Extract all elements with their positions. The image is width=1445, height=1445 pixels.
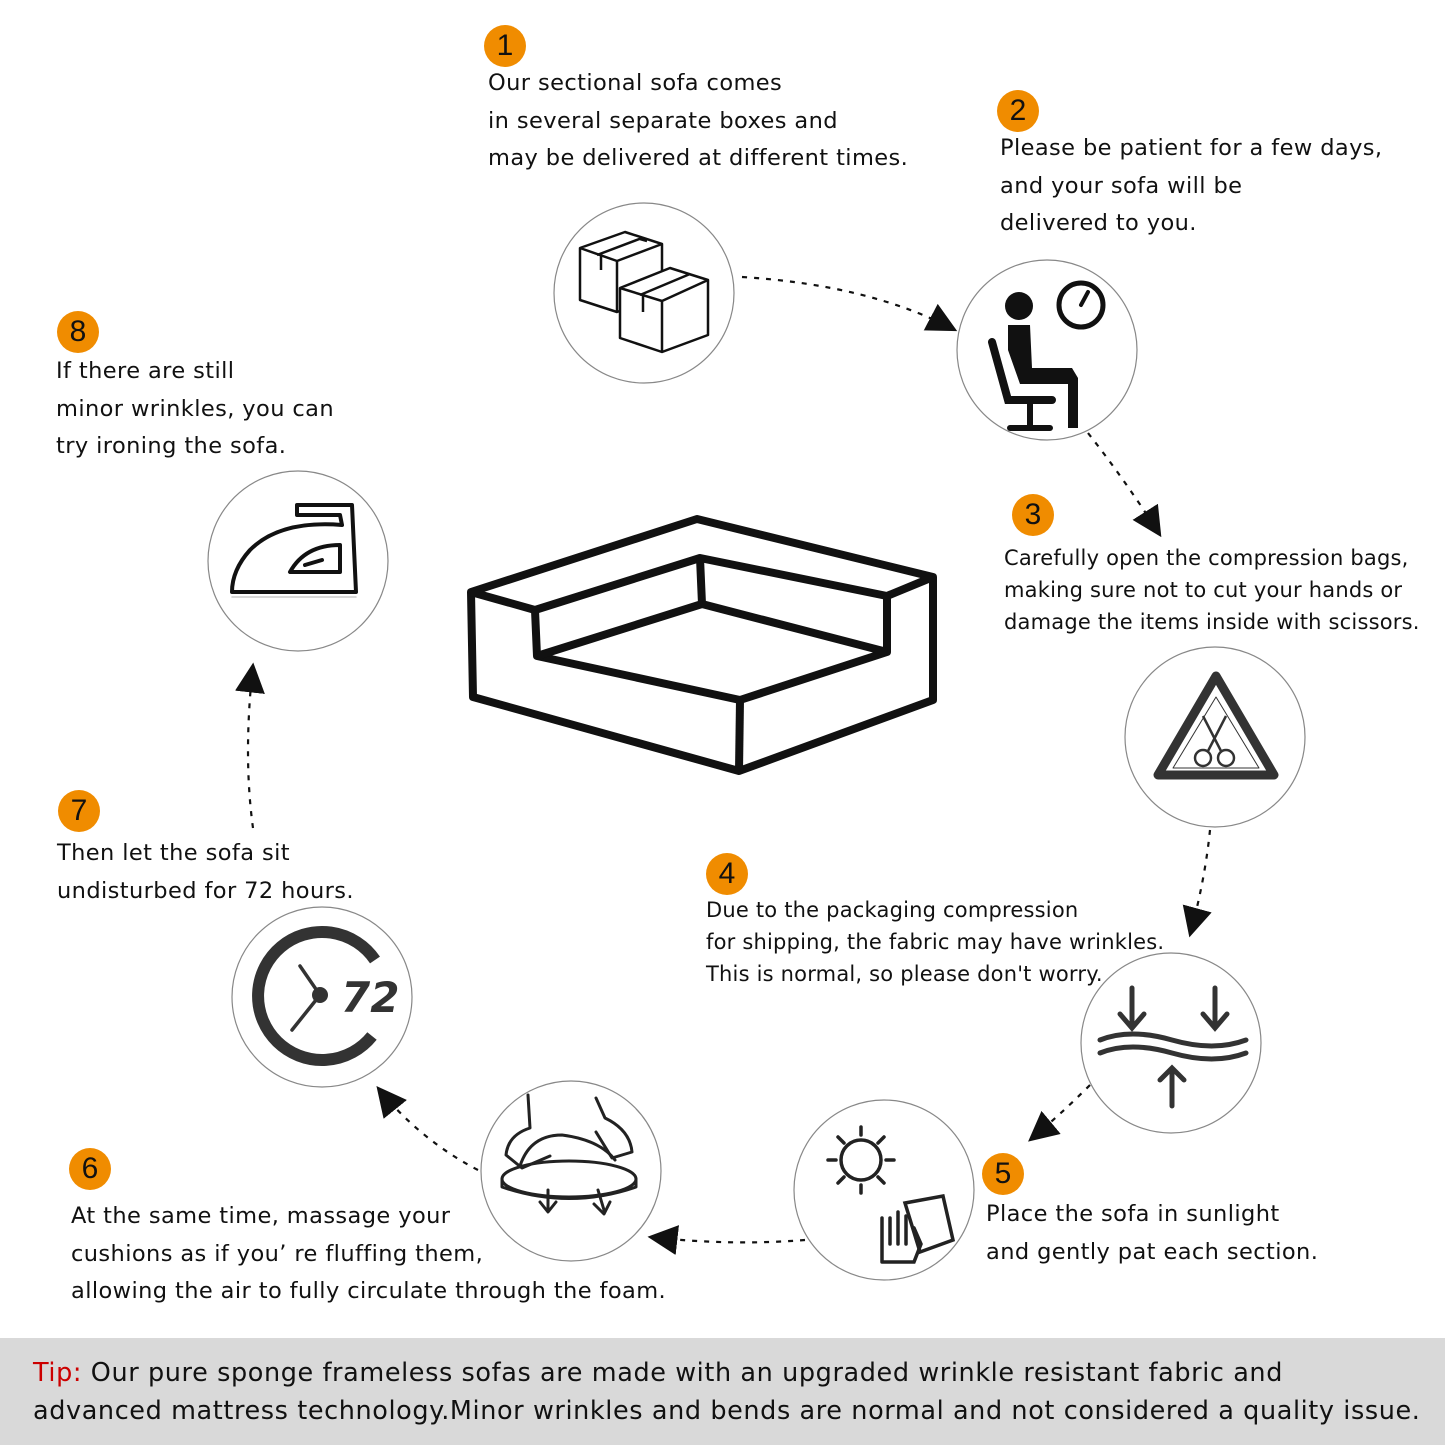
arrow-3-to-4 — [1182, 829, 1212, 938]
step-5-line-2: and gently pat each section. — [986, 1238, 1319, 1265]
step-8-line-3: try ironing the sofa. — [56, 433, 287, 459]
boxes-icon — [578, 230, 710, 354]
step-5-text: Place the sofa in sunlight and gently pa… — [986, 1196, 1318, 1271]
tip-bar: Tip: Our pure sponge frameless sofas are… — [0, 1338, 1445, 1445]
step-1-line-3: may be delivered at different times. — [488, 145, 909, 171]
tip-line-1-text: Our pure sponge frameless sofas are made… — [90, 1358, 1283, 1388]
clock-72-icon: 72 — [252, 926, 399, 1066]
arrow-5-to-6 — [647, 1225, 806, 1255]
cushion-massage-icon — [500, 1093, 638, 1216]
step-5-line-1: Place the sofa in sunlight — [986, 1201, 1280, 1227]
waiting-person-clock-icon — [988, 280, 1106, 431]
step-6-line-1: At the same time, massage your — [71, 1203, 451, 1229]
arrow-6-to-7 — [376, 1086, 479, 1171]
step-6-line-2: cushions as if you’ re fluffing them, — [71, 1240, 484, 1267]
step-8-line-2: minor wrinkles, you can — [56, 395, 335, 422]
step-7-line-1: Then let the sofa sit — [57, 840, 290, 866]
step-7-line-2: undisturbed for 72 hours. — [57, 877, 354, 904]
step-4-line-2: for shipping, the fabric may have wrinkl… — [706, 930, 1165, 954]
scissors-warning-icon — [1153, 671, 1279, 780]
step-8-line-1: If there are still — [56, 358, 235, 384]
sun-and-hands-icon — [826, 1125, 956, 1264]
step-3-line-1: Carefully open the compression bags, — [1004, 546, 1409, 570]
step-5-number: 5 — [982, 1153, 1024, 1195]
step-4-line-1: Due to the packaging compression — [706, 898, 1079, 922]
step-6-text: At the same time, massage your cushions … — [71, 1198, 666, 1311]
arrow-2-to-3 — [1087, 432, 1162, 538]
step-7-number: 7 — [58, 790, 100, 832]
arrow-4-to-5 — [1028, 1084, 1091, 1142]
step-2-circle — [956, 259, 1138, 441]
step-1-line-2: in several separate boxes and — [488, 107, 838, 134]
step-2-line-2: and your sofa will be — [1000, 172, 1243, 199]
step-4-number: 4 — [706, 853, 748, 895]
arrow-1-to-2 — [741, 275, 958, 332]
tip-text: Tip: Our pure sponge frameless sofas are… — [33, 1354, 1421, 1430]
sectional-sofa-icon — [467, 515, 937, 775]
step-6-line-3: allowing the air to fully circulate thro… — [71, 1278, 667, 1304]
step-7-text: Then let the sofa sit undisturbed for 72… — [57, 835, 354, 910]
step-1-number: 1 — [484, 25, 526, 67]
step-2-line-3: delivered to you. — [1000, 210, 1197, 236]
tip-line-2: advanced mattress technology.Minor wrink… — [33, 1396, 1421, 1426]
tip-label: Tip: — [33, 1358, 83, 1388]
step-4-text: Due to the packaging compression for shi… — [706, 894, 1164, 990]
tip-line-1: Tip: Our pure sponge frameless sofas are… — [33, 1354, 1421, 1392]
step-8-text: If there are still minor wrinkles, you c… — [56, 353, 334, 466]
compression-icon — [1097, 985, 1249, 1109]
step-5-circle — [793, 1099, 975, 1281]
step-1-text: Our sectional sofa comes in several sepa… — [488, 65, 908, 178]
clock-72-label: 72 — [341, 973, 399, 1022]
step-2-line-1: Please be patient for a few days, — [1000, 135, 1383, 161]
iron-icon — [230, 503, 358, 598]
step-3-line-2: making sure not to cut your hands or — [1004, 578, 1403, 602]
step-8-number: 8 — [57, 311, 99, 353]
step-2-text: Please be patient for a few days, and yo… — [1000, 130, 1382, 243]
step-1-line-1: Our sectional sofa comes — [488, 70, 783, 96]
step-6-number: 6 — [69, 1148, 111, 1190]
step-4-line-3: This is normal, so please don't worry. — [706, 962, 1103, 986]
step-3-line-3: damage the items inside with scissors. — [1004, 610, 1420, 634]
step-3-text: Carefully open the compression bags, mak… — [1004, 542, 1420, 638]
arrow-7-to-8 — [235, 662, 265, 829]
step-2-number: 2 — [997, 90, 1039, 132]
step-3-number: 3 — [1012, 494, 1054, 536]
